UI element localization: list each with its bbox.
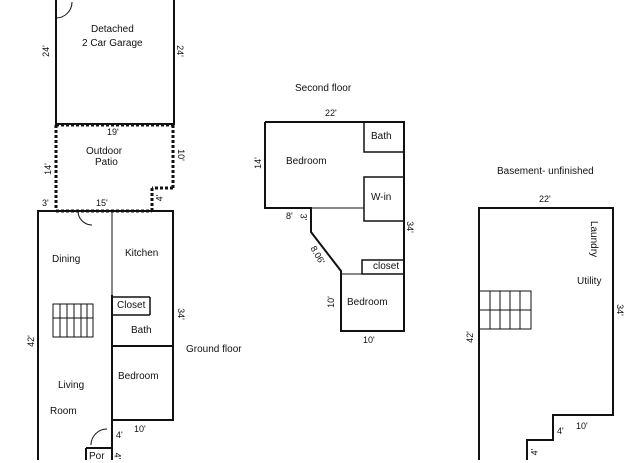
sf-dim-right: 34' xyxy=(404,221,415,233)
gf-dim-step: 4' xyxy=(116,430,123,440)
patio-dim-bottom: 15' xyxy=(96,198,108,208)
entry-door-swing xyxy=(90,428,108,446)
garage-title-line2: 2 Car Garage xyxy=(82,38,143,49)
basement-title: Basement- unfinished xyxy=(497,166,594,177)
gf-dim-right: 34' xyxy=(175,308,186,320)
sf-bedroom-bottom-label: Bedroom xyxy=(347,297,388,308)
bs-dim-step: 4' xyxy=(557,426,564,436)
basement-walls xyxy=(478,207,614,460)
sf-dim-8: 8' xyxy=(286,211,293,221)
sf-dim-lower-left: 10' xyxy=(325,296,336,308)
dining-door-swing xyxy=(77,210,93,226)
gf-dining-label: Dining xyxy=(52,254,81,265)
patio-title-line1: Outdoor xyxy=(86,146,123,157)
sf-closet-label: closet xyxy=(373,261,400,272)
ground-floor-walls xyxy=(37,210,174,460)
gf-porch-label: Por xyxy=(89,451,105,462)
ground-stairs xyxy=(52,303,94,338)
garage-dim-right: 24' xyxy=(174,45,185,57)
patio-dim-left: 14' xyxy=(42,163,53,175)
garage-title-line1: Detached xyxy=(91,24,134,35)
patio-dim-step: 4' xyxy=(154,194,165,202)
sf-bath-walls xyxy=(363,121,405,153)
second-floor-title: Second floor xyxy=(295,83,352,94)
sf-dim-bottom: 10' xyxy=(363,335,375,345)
gf-closet-label: Closet xyxy=(117,300,146,311)
garage-door-swing xyxy=(55,1,73,19)
sf-dim-top: 22' xyxy=(325,108,337,118)
bs-dim-right: 34' xyxy=(614,304,625,316)
basement-stairs xyxy=(478,290,532,330)
sf-dim-left: 14' xyxy=(252,157,263,169)
gf-dim-left: 42' xyxy=(25,335,36,347)
bs-dim-left: 42' xyxy=(464,331,475,343)
patio-title-line2: Patio xyxy=(95,157,118,168)
bs-dim-step2: 4' xyxy=(529,448,540,456)
sf-walkin-walls xyxy=(363,176,405,222)
sf-bedroom-top-label: Bedroom xyxy=(286,156,327,167)
patio-dim-bottom-small: 3' xyxy=(42,198,49,208)
patio-dim-right: 10' xyxy=(175,149,186,161)
garage-walls xyxy=(55,0,175,125)
gf-bedroom-label: Bedroom xyxy=(118,371,159,382)
patio-dim-top: 19' xyxy=(107,127,119,137)
gf-room-label: Room xyxy=(50,406,77,417)
garage-dim-left: 24' xyxy=(40,45,51,57)
gf-bath-label: Bath xyxy=(131,325,152,336)
bs-laundry-label: Laundry xyxy=(588,220,600,258)
sf-walkin-label: W-in xyxy=(371,192,392,203)
bs-dim-top: 22' xyxy=(539,194,551,204)
ground-floor-title: Ground floor xyxy=(186,344,242,355)
gf-kitchen-label: Kitchen xyxy=(125,248,159,259)
bs-dim-bottom: 10' xyxy=(576,421,588,431)
sf-dim-3: 3' xyxy=(298,213,309,221)
gf-living-label: Living xyxy=(58,380,85,391)
gf-dim-bottom: 10' xyxy=(134,424,146,434)
sf-bath-label: Bath xyxy=(371,131,392,142)
gf-dim-porch: 4' xyxy=(112,452,123,460)
bs-utility-label: Utility xyxy=(577,276,602,287)
